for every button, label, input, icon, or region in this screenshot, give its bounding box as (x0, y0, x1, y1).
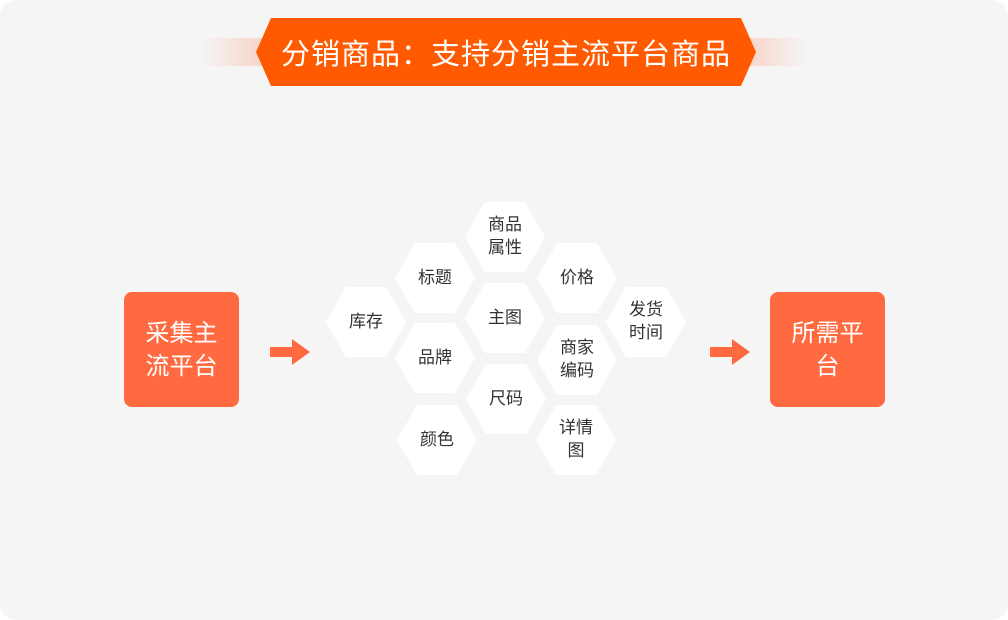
banner-ribbon: 分销商品：支持分销主流平台商品 (256, 18, 756, 86)
target-platform-box: 所需平台 (770, 292, 885, 407)
hex-label: 尺码 (489, 388, 523, 409)
hex-label: 发货时间 (629, 300, 663, 343)
hex-field-brand: 品牌 (395, 323, 475, 393)
hex-label: 主图 (488, 307, 522, 328)
hex-label: 库存 (349, 311, 383, 332)
hex-field-color: 颜色 (397, 405, 477, 475)
hex-field-price: 价格 (537, 243, 617, 313)
hex-field-size: 尺码 (466, 364, 546, 434)
banner-title: 分销商品：支持分销主流平台商品 (280, 37, 731, 71)
hex-label: 品牌 (418, 347, 452, 368)
hex-field-stock: 库存 (326, 287, 406, 357)
hex-field-attributes: 商品属性 (465, 202, 545, 272)
source-platform-label: 采集主流平台 (145, 318, 218, 380)
hex-label: 价格 (560, 267, 594, 288)
hex-field-title: 标题 (395, 243, 475, 313)
hex-label: 详情图 (559, 418, 593, 461)
hex-field-main-image: 主图 (465, 283, 545, 353)
title-banner: 分销商品：支持分销主流平台商品 (200, 16, 808, 88)
hex-label: 标题 (418, 267, 452, 288)
source-platform-box: 采集主流平台 (124, 292, 239, 407)
target-platform-label: 所需平台 (791, 318, 864, 380)
right-arrow-icon (270, 339, 310, 365)
hex-label: 商家编码 (560, 338, 594, 381)
hex-field-ship-time: 发货时间 (606, 287, 686, 357)
right-arrow-icon (710, 339, 750, 365)
hex-label: 商品属性 (488, 215, 522, 258)
hex-field-detail-image: 详情图 (536, 405, 616, 475)
hex-label: 颜色 (420, 429, 454, 450)
hex-field-merchant-code: 商家编码 (537, 325, 617, 395)
